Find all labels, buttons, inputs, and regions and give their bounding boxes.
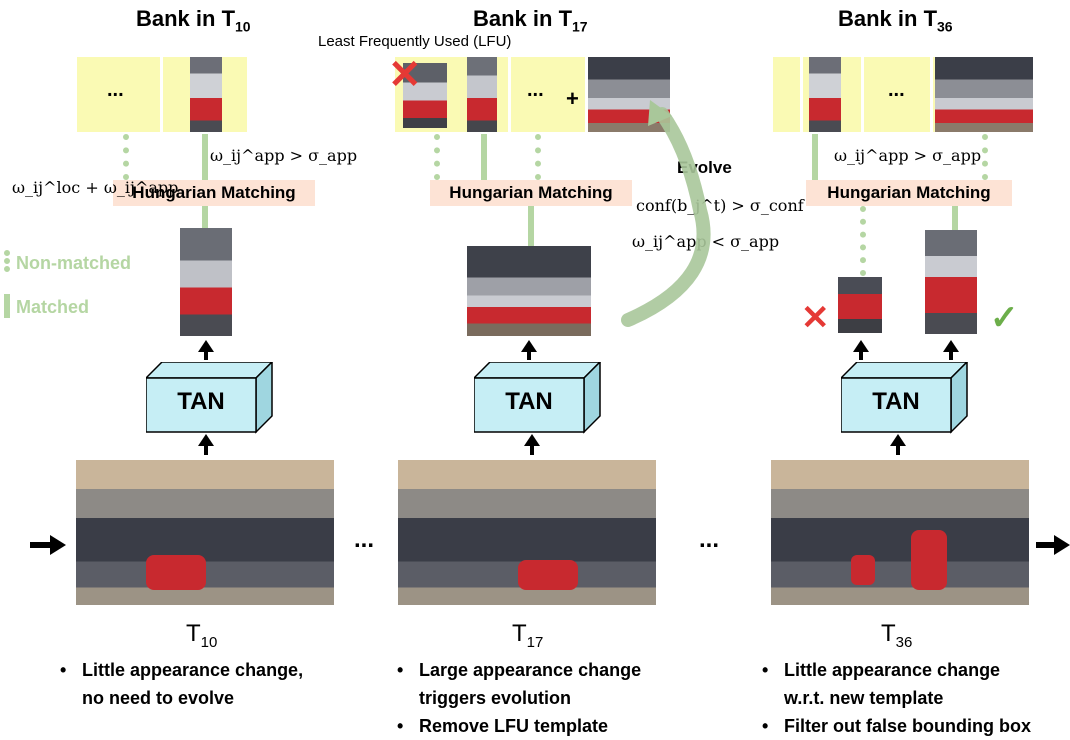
bank-title-t36: Bank in T36 (838, 6, 953, 35)
tan-label: TAN (177, 388, 225, 415)
bank-slot: ... (508, 57, 585, 132)
bank-title-t17: Bank in T17 (473, 6, 588, 35)
template-image (190, 57, 222, 132)
tan-model-t36 (841, 362, 969, 434)
video-frame-t17 (398, 460, 656, 605)
lfu-label: Least Frequently Used (LFU) (318, 33, 512, 50)
non-matched-link (434, 134, 440, 180)
template-bank-t17: ... (395, 57, 585, 132)
arrow-stem (859, 351, 863, 360)
arrow-stem (204, 445, 208, 455)
template-image (467, 57, 497, 132)
template-image (403, 63, 447, 128)
video-frame-t36 (771, 460, 1029, 605)
bullet-list-t36: •Little appearance change w.r.t. new tem… (762, 660, 1031, 736)
template-image (935, 57, 1033, 132)
video-frame-t10 (76, 460, 334, 605)
evolve-arrow-icon (621, 100, 711, 327)
up-arrow-icon (853, 340, 869, 352)
template-image (809, 57, 841, 132)
frames-ellipsis: ... (354, 526, 375, 553)
matched-link (528, 206, 534, 248)
confidence-condition: conf(b_j^t) > σ_conf (636, 196, 804, 215)
bullet-list-t10: •Little appearance change, no need to ev… (60, 660, 304, 708)
matching-score-formula: ω_ij^loc + ω_ij^app (12, 178, 179, 197)
up-arrow-icon (198, 340, 214, 352)
hungarian-matching-t17: Hungarian Matching (430, 180, 632, 206)
bank-title-t10: Bank in T10 (136, 6, 251, 35)
accept-check-icon: ✓ (990, 299, 1019, 337)
bank-slot: ... (861, 57, 933, 132)
input-arrow-icon (30, 535, 66, 555)
up-arrow-icon (890, 434, 906, 446)
hungarian-matching-t10: Hungarian Matching (113, 180, 315, 206)
legend-dashed-swatch (4, 250, 10, 272)
up-arrow-icon (521, 340, 537, 352)
up-arrow-icon (198, 434, 214, 446)
tan-model-t10 (146, 362, 274, 434)
bullet-list-t17: •Large appearance change triggers evolut… (397, 660, 642, 736)
bank-slot (773, 57, 803, 132)
bank-ellipsis: ... (527, 79, 544, 101)
legend-solid-swatch (4, 294, 10, 318)
legend-matched: Matched (16, 297, 90, 317)
matched-link (952, 206, 958, 230)
tan-label: TAN (505, 388, 553, 415)
frame-label-t36: T36 (881, 620, 913, 651)
template-bank-t36: ... (773, 57, 1033, 132)
frame-label-t17: T17 (512, 620, 544, 651)
up-arrow-icon (943, 340, 959, 352)
frame-label-t10: T10 (186, 620, 218, 651)
matched-link (202, 206, 208, 228)
detection-crop-t10 (180, 228, 232, 336)
arrow-stem (204, 351, 208, 360)
arrow-stem (527, 351, 531, 360)
plus-sign: + (566, 86, 579, 111)
matched-link (481, 134, 487, 180)
bank-ellipsis: ... (107, 79, 124, 101)
non-matched-link (123, 134, 129, 180)
detection-crop-t17 (467, 246, 591, 336)
matched-link (202, 134, 208, 180)
appearance-threshold-condition: ω_ij^app > σ_app (834, 146, 982, 165)
up-arrow-icon (524, 434, 540, 446)
template-bank-t10: ... (77, 57, 247, 132)
arrow-stem (949, 351, 953, 360)
detection-crop-t36-false (838, 277, 882, 333)
bank-slot: ... (77, 57, 163, 132)
detection-crop-t36-true (925, 230, 977, 334)
matched-link (812, 134, 818, 180)
non-matched-link (982, 134, 988, 180)
non-matched-link (860, 206, 866, 276)
appearance-threshold-condition: ω_ij^app > σ_app (210, 146, 358, 165)
legend-non-matched: Non-matched (16, 253, 132, 273)
bank-ellipsis: ... (888, 79, 905, 101)
output-arrow-icon (1036, 535, 1070, 555)
tan-model-t17 (474, 362, 602, 434)
tan-label: TAN (872, 388, 920, 415)
arrow-stem (530, 445, 534, 455)
arrow-stem (896, 445, 900, 455)
frames-ellipsis: ... (699, 526, 720, 553)
reject-cross-icon: ✕ (801, 299, 830, 337)
hungarian-matching-t36: Hungarian Matching (806, 180, 1012, 206)
non-matched-link (535, 134, 541, 180)
lfu-remove-cross-icon: ✕ (388, 53, 422, 97)
